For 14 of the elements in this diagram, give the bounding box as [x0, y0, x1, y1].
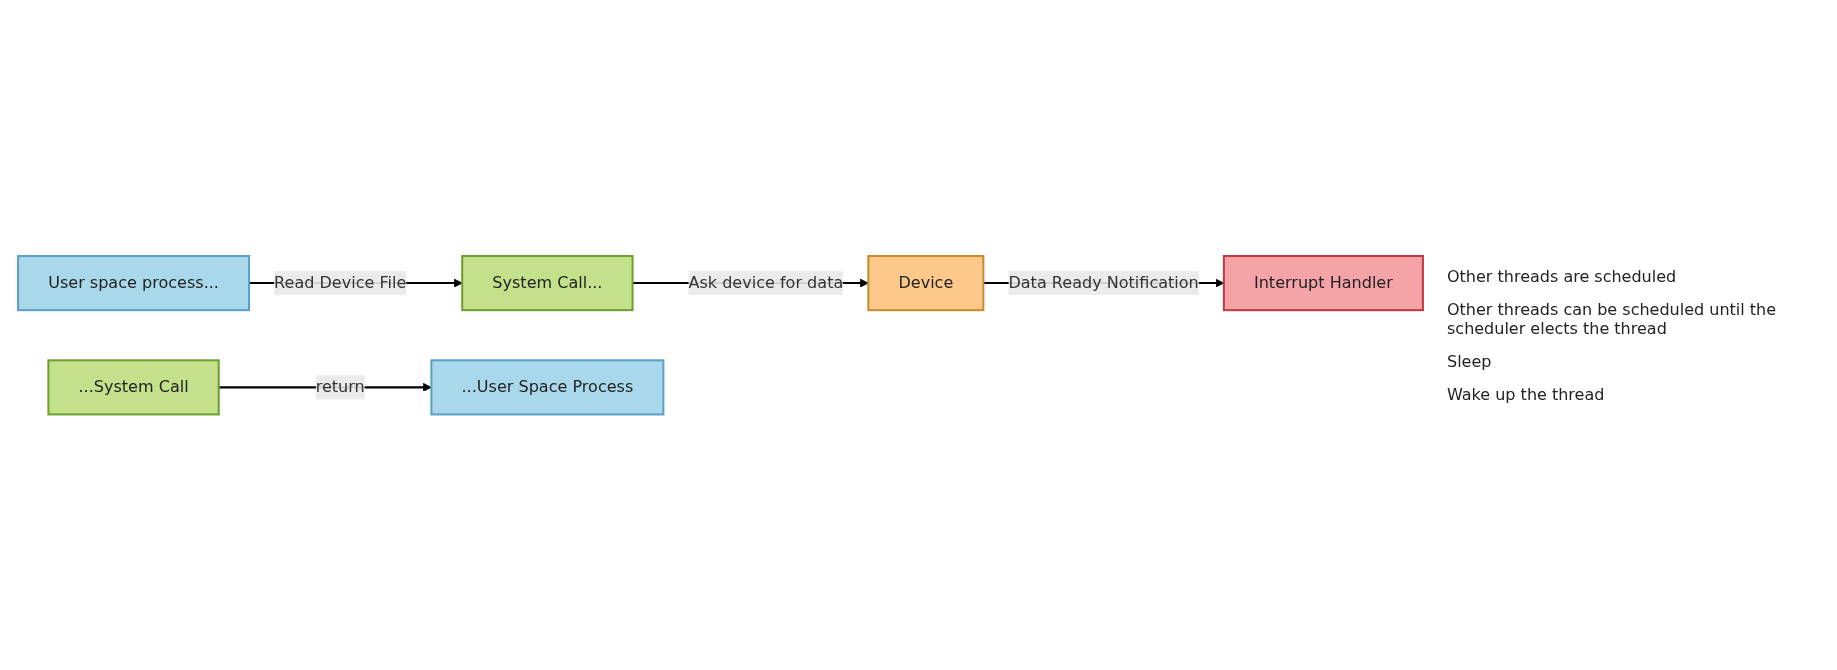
note-text: Other threads can be scheduled until the scheduler elects the thread [1447, 299, 1778, 338]
note-text: Other threads are scheduled [1447, 266, 1678, 286]
edge-label: Read Device File [274, 272, 407, 292]
node-box: ...User Space Process [430, 359, 665, 416]
node-box: System Call... [461, 254, 634, 311]
note-text: Sleep [1447, 351, 1493, 371]
node-box: Interrupt Handler [1222, 254, 1424, 311]
note-text: Wake up the thread [1447, 384, 1606, 404]
edge-label: return [315, 377, 365, 397]
node-box: User space process... [17, 254, 251, 311]
edge-label: Ask device for data [688, 272, 844, 292]
node-box: Device [867, 254, 985, 311]
edge-label: Data Ready Notification [1008, 272, 1199, 292]
node-box: ...System Call [47, 359, 220, 416]
